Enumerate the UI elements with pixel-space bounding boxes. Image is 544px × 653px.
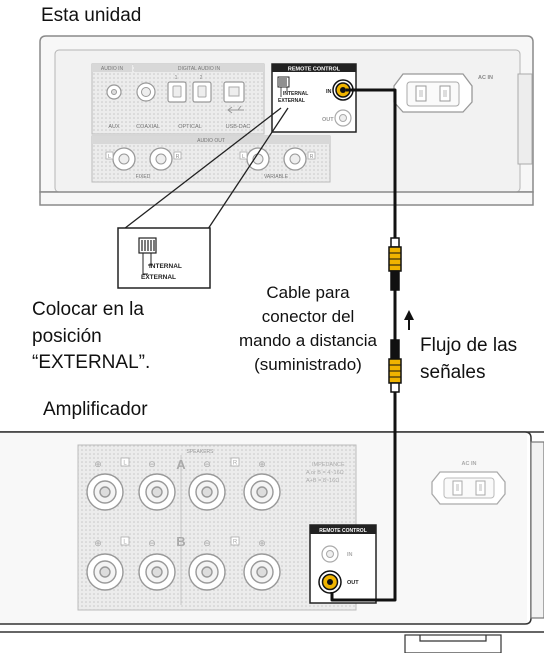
unit-jack-out-label: OUT xyxy=(322,117,334,123)
speaker-terminals-b xyxy=(86,553,281,591)
group-a-label: A xyxy=(176,457,186,472)
amp-a-minus-1: ⊖ xyxy=(148,459,156,469)
amp-a-plus-2: ⊕ xyxy=(258,459,266,469)
audio-in-label: AUDIO IN xyxy=(101,66,124,72)
instruction-line-1: Colocar en la xyxy=(32,299,144,320)
signal-flow-line-2: señales xyxy=(420,361,486,383)
amp-remote-control-label: REMOTE CONTROL xyxy=(319,528,367,534)
variable-label: VARIABLE xyxy=(264,174,289,180)
amp-jack-out-label: OUT xyxy=(347,580,359,586)
impedance-title: IMPEDANCE xyxy=(312,462,345,468)
input-section: AUDIO IN DIGITAL AUDIO IN 1 2 AUX COAXIA… xyxy=(91,63,265,135)
amp-a-plus-1: ⊕ xyxy=(94,459,102,469)
digital-num-1: 1 xyxy=(175,75,178,81)
amp-a-r-label: R xyxy=(233,461,238,467)
remote-control-cable xyxy=(330,88,414,602)
signal-flow-caption: Flujo de las señales xyxy=(420,333,517,386)
digital-audio-in-label: DIGITAL AUDIO IN xyxy=(178,66,221,72)
impedance-line-1: A or B = 4~16Ω xyxy=(306,470,344,476)
cable-plug-lower xyxy=(388,339,402,393)
impedance-line-2: A+B = 8~16Ω xyxy=(306,478,339,484)
unit-ac-inlet: AC IN xyxy=(393,73,493,113)
amp-ac-inlet: AC IN xyxy=(431,461,506,505)
amp-remote-control-block: REMOTE CONTROL IN OUT xyxy=(309,524,377,604)
amp-title: Amplificador xyxy=(43,399,148,420)
unit-ac-in-label: AC IN xyxy=(478,75,493,81)
audio-out-label: AUDIO OUT xyxy=(197,138,225,144)
amp-ac-in-label: AC IN xyxy=(462,461,477,467)
amp-b-l-label: L xyxy=(123,540,127,546)
amp-b-minus-2: ⊖ xyxy=(203,538,211,548)
amp-b-plus-1: ⊕ xyxy=(94,538,102,548)
group-b-label: B xyxy=(176,534,185,549)
speakers-label: SPEAKERS xyxy=(187,449,215,455)
callout-external-label: EXTERNAL xyxy=(141,274,176,281)
input-label-usb-dac: USB-DAC xyxy=(226,124,251,130)
cable-line-4: (suministrado) xyxy=(254,355,362,375)
unit-out-l-variable: L xyxy=(242,154,245,160)
unit-switch-internal: INTERNAL xyxy=(283,91,308,97)
amp-a-l-label: L xyxy=(123,461,127,467)
amp-b-minus-1: ⊖ xyxy=(148,538,156,548)
unit-title: Esta unidad xyxy=(41,5,142,26)
signal-flow-line-1: Flujo de las xyxy=(420,335,518,356)
unit-remote-control-block: REMOTE CONTROL INTERNAL EXTERNAL IN OUT xyxy=(271,63,357,133)
input-label-coaxial: COAXIAL xyxy=(136,124,160,130)
unit-jack-in-label: IN xyxy=(326,89,332,95)
cable-line-1: Cable para xyxy=(266,283,350,302)
instruction-line-2: posición xyxy=(32,325,102,347)
speaker-terminals-a xyxy=(86,473,281,511)
amp-a-minus-2: ⊖ xyxy=(203,459,211,469)
cable-caption: Cable para conector del mando a distanci… xyxy=(228,281,388,378)
amp-rear-panel: SPEAKERS A B ⊕ L ⊖ ⊖ R ⊕ ⊕ L ⊖ ⊖ R ⊕ xyxy=(0,431,544,653)
switch-callout-box: INTERNAL EXTERNAL xyxy=(117,227,211,289)
cable-plug-upper xyxy=(388,237,402,291)
cable-line-2: conector del xyxy=(261,307,355,327)
callout-internal-label: INTERNAL xyxy=(149,263,182,270)
instruction-line-3: “EXTERNAL”. xyxy=(32,352,151,374)
unit-rear-panel: AUDIO IN DIGITAL AUDIO IN 1 2 AUX COAXIA… xyxy=(39,35,534,206)
audio-out-section: AUDIO OUT L R L R FIXED VARIABLE xyxy=(91,135,331,183)
amp-jack-in-label: IN xyxy=(347,552,353,558)
digital-num-2: 2 xyxy=(200,75,203,81)
unit-out-r-fixed: R xyxy=(176,154,180,160)
instruction-text: Colocar en la posición “EXTERNAL”. xyxy=(32,297,150,377)
unit-out-r-variable: R xyxy=(310,154,314,160)
unit-remote-control-label: REMOTE CONTROL xyxy=(288,67,341,73)
unit-out-l-fixed: L xyxy=(108,154,111,160)
callout-lines xyxy=(119,107,289,233)
amp-b-r-label: R xyxy=(233,540,238,546)
input-label-optical: OPTICAL xyxy=(178,124,202,130)
fixed-label: FIXED xyxy=(136,174,151,180)
input-label-aux: AUX xyxy=(108,124,120,130)
amp-b-plus-2: ⊕ xyxy=(258,538,266,548)
cable-line-3: mando a distancia xyxy=(239,331,377,351)
unit-switch-external: EXTERNAL xyxy=(278,98,305,104)
signal-flow-arrow xyxy=(404,310,414,330)
